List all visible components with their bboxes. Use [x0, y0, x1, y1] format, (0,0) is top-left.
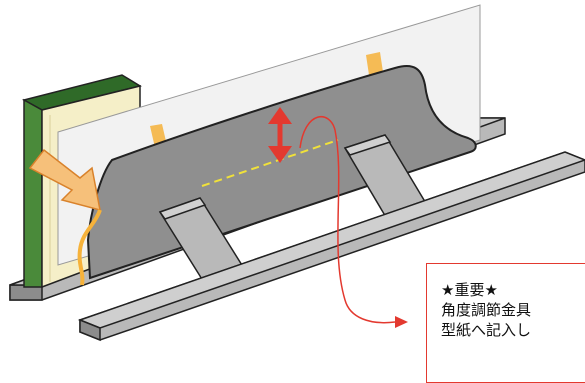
front-base-rail — [77, 151, 585, 342]
pointer-arrow-icon — [28, 148, 101, 212]
annotation-title: ★重要★ — [441, 281, 498, 299]
template-edge-highlight — [77, 209, 102, 286]
annotation-line-2: 型紙へ記入し — [441, 321, 532, 339]
woodworking-diagram — [9, 4, 585, 342]
annotation-line-1: 角度調節金具 — [441, 301, 532, 319]
support-legs — [158, 134, 432, 285]
double-headed-arrow-icon — [268, 107, 292, 163]
curved-arrow-icon — [299, 116, 408, 328]
annotation-box: ★重要★ 角度調節金具 型紙へ記入し — [426, 263, 585, 383]
dashed-line — [201, 139, 339, 187]
